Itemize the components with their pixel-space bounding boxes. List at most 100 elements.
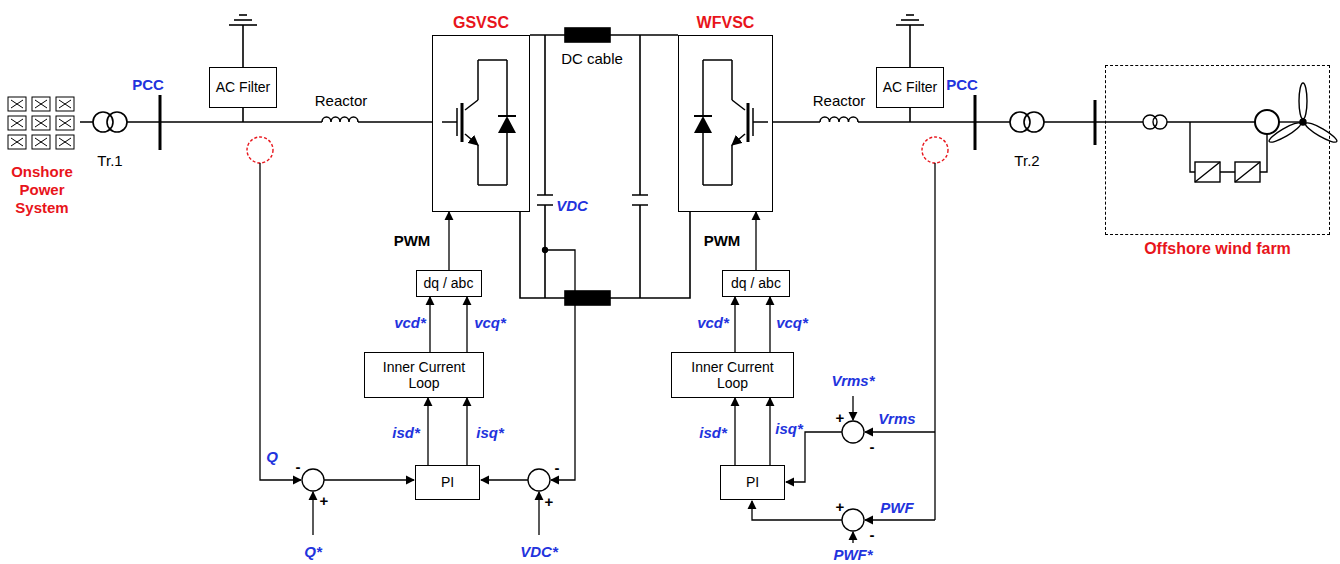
ac-bus: [242, 25, 244, 71]
wind-turbine: [1304, 120, 1339, 145]
ac-bus: [80, 15, 1095, 150]
power-system-icon: [59, 119, 71, 127]
control-wires: [481, 479, 528, 480]
cable-label: DC cable: [561, 50, 623, 67]
signal-arrow: [769, 297, 770, 352]
wind-turbine: [1267, 120, 1302, 145]
signal-arrow: [769, 398, 770, 465]
control-wires: [312, 492, 313, 535]
control-wires: [260, 163, 301, 480]
power-system-icon: [35, 119, 47, 127]
signal-name: VDC: [556, 197, 588, 214]
power-system-icon: [8, 135, 26, 149]
pi-box: PI: [415, 465, 480, 500]
wind-farm-region: Offshore wind farm: [1105, 65, 1330, 235]
converter-box: GSVSC: [432, 35, 530, 212]
transform-box: dq / abc: [722, 270, 790, 297]
signal-name: VDC*: [520, 543, 558, 560]
wind-turbine: [1095, 83, 1339, 182]
signal-arrow: [448, 212, 449, 270]
dc-link: [520, 28, 690, 305]
signal-name: isd*: [699, 424, 727, 441]
control-wires: [865, 519, 935, 520]
control-wires: [786, 432, 842, 482]
control-wires: [528, 469, 550, 491]
signal-name: Vrms: [878, 410, 915, 427]
power-system-icon: [8, 116, 26, 130]
control-wires: [752, 501, 842, 520]
sign-label: +: [836, 498, 845, 515]
ac-bus: [107, 112, 127, 132]
signal-name: PWF: [880, 499, 913, 516]
power-system-icon: [8, 97, 74, 149]
wind-turbine: [1299, 83, 1307, 119]
signal-arrow: [734, 398, 735, 465]
dc-link: [565, 28, 610, 42]
signal-name: Vrms*: [831, 372, 874, 389]
control-wires: [842, 509, 864, 531]
wind-turbine: [1095, 121, 1255, 122]
signal-arrow: [466, 297, 467, 352]
signal-name: isq*: [775, 420, 803, 437]
measurement-point: [922, 137, 948, 163]
signal-name: PWM: [704, 232, 741, 249]
signal-name: vcd*: [394, 314, 426, 331]
ac-bus: [974, 95, 977, 150]
signal-name: vcq*: [474, 314, 506, 331]
power-system-icon: [32, 135, 50, 149]
ac-filter-box: AC Filter: [209, 67, 277, 108]
gsvsc-switch: [442, 60, 516, 185]
ac-bus: [909, 25, 911, 71]
ac-bus: [80, 121, 432, 123]
control-wires: [302, 469, 324, 491]
control-box: Inner Current Loop: [364, 352, 484, 398]
control-wires: [865, 431, 935, 432]
control-wires: [260, 163, 935, 543]
wind-turbine: [1153, 115, 1167, 129]
signal-name: Q*: [304, 543, 322, 560]
ac-bus: [229, 24, 257, 26]
converter-name: GSVSC: [453, 14, 509, 32]
ac-bus: [322, 117, 358, 122]
box-text: dq / abc: [421, 275, 477, 291]
control-wires: [538, 492, 539, 535]
power-system-icon: [59, 138, 71, 146]
power-system-icon: [56, 116, 74, 130]
control-wires: [545, 250, 575, 480]
ac-bus: [820, 117, 858, 122]
pi-box: PI: [720, 465, 785, 500]
power-system-icon: [32, 97, 50, 111]
signal-name: vcq*: [776, 314, 808, 331]
signal-arrow: [429, 297, 430, 352]
signal-name: vcd*: [697, 314, 729, 331]
transformer-label: Tr.1: [97, 152, 122, 169]
reactor-label: Reactor: [813, 92, 866, 109]
transform-box: dq / abc: [416, 270, 482, 297]
measurement-point: [247, 137, 273, 163]
wind-turbine: [1195, 162, 1260, 182]
power-system-icon: [11, 138, 23, 146]
power-system-icon: [59, 100, 71, 108]
ac-bus: [906, 14, 914, 16]
signal-arrow: [734, 297, 735, 352]
signal-name: PWM: [394, 232, 431, 249]
power-system-icon: [56, 97, 74, 111]
signal-arrow: [466, 398, 467, 465]
power-system-icon: [11, 100, 23, 108]
converter-name: WFVSC: [697, 14, 755, 32]
signal-arrow: [427, 398, 428, 465]
ac-bus: [234, 19, 252, 21]
sign-label: -: [870, 526, 875, 543]
transformer-label: Tr.2: [1014, 152, 1039, 169]
sign-label: +: [836, 409, 845, 426]
reactor-label: Reactor: [315, 92, 368, 109]
ac-bus: [901, 19, 919, 21]
box-text: PI: [743, 474, 762, 490]
connectors: [428, 212, 770, 465]
ac-bus: [1024, 112, 1044, 132]
converter-name: Offshore wind farm: [1144, 240, 1291, 258]
ac-bus: [896, 24, 924, 26]
ac-filter-box: AC Filter: [876, 67, 944, 108]
box-text: AC Filter: [880, 79, 940, 95]
power-system-icon: [35, 138, 47, 146]
